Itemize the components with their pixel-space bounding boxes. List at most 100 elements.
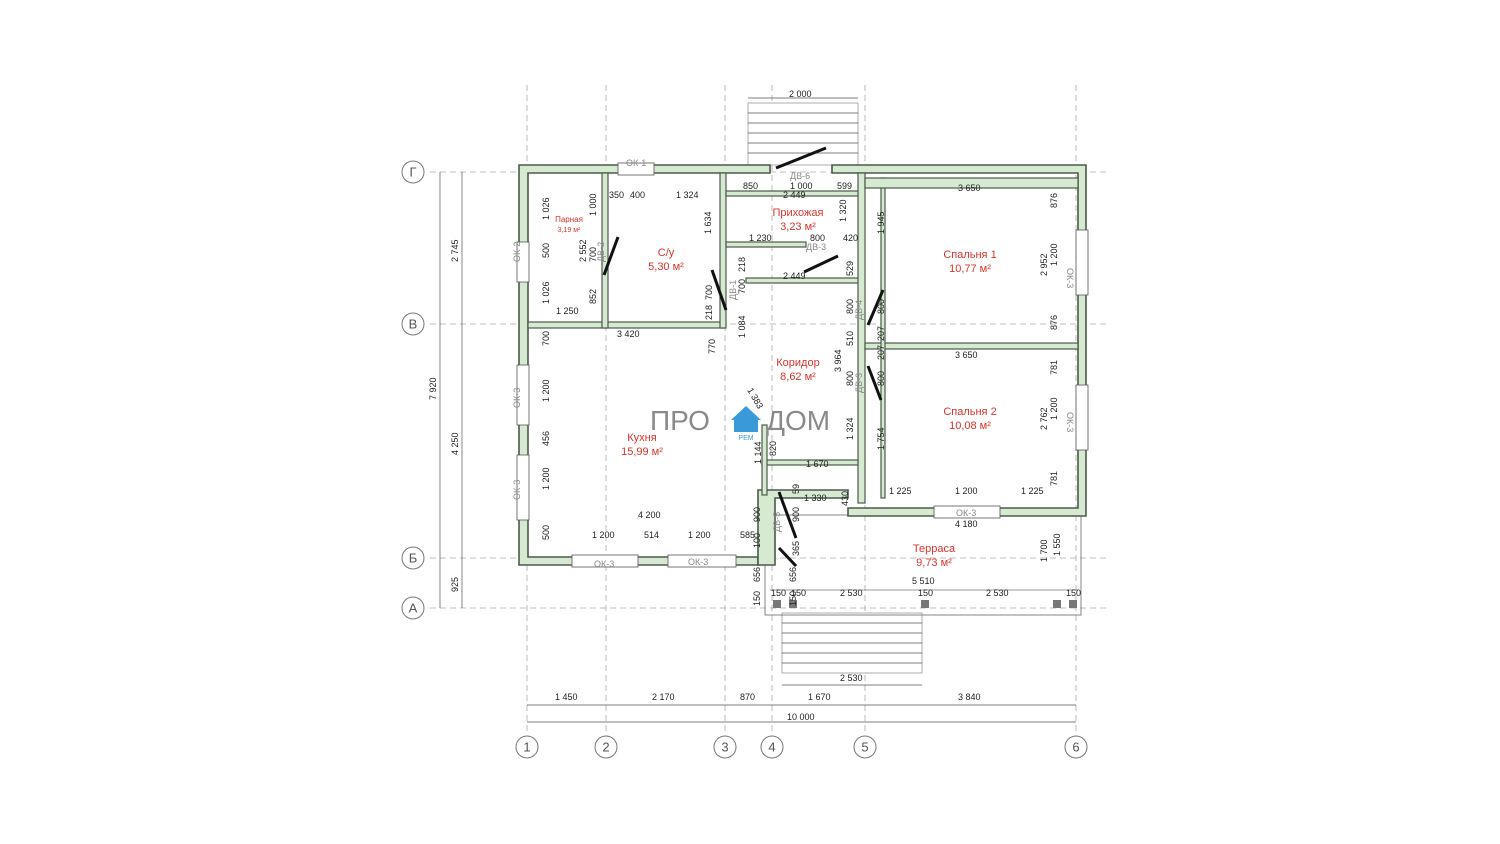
dim-text: 59 (791, 484, 801, 494)
axis-bubble (853, 735, 877, 759)
dim-text: 876 (1049, 315, 1059, 330)
dim-text: 150 (788, 591, 798, 606)
dim-text: 500 (541, 525, 551, 540)
house-icon (731, 406, 761, 432)
dim-text: 2 000 (789, 89, 812, 99)
window-ok3 (933, 505, 1001, 519)
dim-text: 1 026 (541, 281, 551, 304)
axis-label: 3 (721, 740, 728, 755)
dim-text: 500 (541, 243, 551, 258)
room-name-terrasa: Терраса (913, 543, 956, 555)
dim-text: 1 450 (555, 692, 578, 702)
room-name-spalnya2: Спальня 2 (943, 406, 996, 418)
dim-text: 1 026 (541, 197, 551, 220)
window-ok2 (516, 241, 530, 283)
axis-label: В (409, 317, 418, 332)
dim-text: 820 (768, 441, 778, 456)
dim-text: 7 920 (428, 377, 438, 400)
dim-text: 529 (845, 261, 855, 276)
dim-text: 2 449 (783, 190, 806, 200)
dim-text: 2 762 (1039, 407, 1049, 430)
dim-text: 1 945 (876, 211, 886, 234)
dim-text: 1 550 (1052, 533, 1062, 556)
logo: ПРО РЕМ ДОМ (650, 405, 830, 442)
dim-text: 400 (630, 190, 645, 200)
dim-text: 1 324 (845, 417, 855, 440)
dim-text: 1 634 (703, 211, 713, 234)
dim-text: 2 530 (840, 673, 863, 683)
room-labels: Парная 3,19 м² С/у 5,30 м² Прихожая 3,23… (555, 207, 997, 569)
dim-text: 656 (752, 567, 762, 582)
dim-text: 2 170 (652, 692, 675, 702)
label-dv1: ДВ-1 (728, 280, 738, 300)
dim-text: 350 (609, 190, 624, 200)
dim-text: 420 (843, 233, 858, 243)
window-ok3 (1075, 229, 1089, 296)
dim-text: 2 530 (840, 588, 863, 598)
dim-text: 1 250 (556, 306, 579, 316)
dim-text: 900 (752, 507, 762, 522)
room-area-su: 5,30 м² (648, 261, 684, 273)
axis-bubble (401, 596, 425, 620)
dim-text: 800 (810, 233, 825, 243)
label-ok1: ОК-1 (626, 158, 646, 168)
dim-text: 770 (707, 339, 717, 354)
room-area-parnaya: 3,19 м² (558, 227, 581, 234)
logo-subtext: РЕМ (738, 435, 753, 442)
axis-bubble (515, 735, 539, 759)
dim-text: 2 552 (578, 239, 588, 262)
logo-text-left: ПРО (650, 405, 710, 436)
dim-text: 1 200 (688, 530, 711, 540)
axis-label: 2 (602, 740, 609, 755)
dim-text: 1 200 (955, 486, 978, 496)
door-dv5 (777, 491, 798, 539)
door-dv4 (866, 289, 885, 326)
post-icon (921, 600, 929, 608)
dim-text: 150 (752, 591, 762, 606)
dim-text: 800 (845, 299, 855, 314)
dim-text: 4 180 (955, 519, 978, 529)
room-area-kuhnya: 15,99 м² (621, 446, 663, 458)
dim-text: 656 (788, 567, 798, 582)
axis-label: 4 (768, 740, 775, 755)
window-ok3 (516, 364, 530, 426)
window-ok3 (571, 554, 639, 568)
label-ok3: ОК-3 (1065, 268, 1075, 288)
dim-text: 1 225 (889, 486, 912, 496)
dim-text: 5 510 (912, 576, 935, 586)
window-ok3 (667, 554, 737, 568)
dim-text: 585 (740, 530, 755, 540)
dim-text: 3 420 (617, 329, 640, 339)
dim-text: 218 (704, 305, 714, 320)
dim-text: 876 (1049, 193, 1059, 208)
dimension-texts-vertical: 2 745 4 250 925 7 920 1 026 500 1 026 1 … (428, 193, 1062, 606)
dim-text: 700 (704, 285, 714, 300)
label-dv3: ДВ-3 (806, 242, 826, 252)
dim-text: 1 144 (753, 441, 763, 464)
dim-text: 1 200 (1049, 243, 1059, 266)
element-labels: ОК-1 ОК-2 ОК-3 ОК-3 ОК-3 ОК-3 ОК-3 ОК-3 … (512, 158, 1075, 569)
dim-text: 207 (876, 345, 886, 360)
dim-text: 430 (840, 491, 850, 506)
window-ok3 (516, 454, 530, 521)
dim-text: 900 (791, 507, 801, 522)
terrace-steps (781, 612, 923, 674)
axis-bubble (760, 735, 784, 759)
label-ok3: ОК-3 (688, 557, 708, 567)
room-name-prihozhaya: Прихожая (773, 207, 824, 219)
dim-text: 1 383 (745, 386, 765, 411)
room-name-koridor: Коридор (776, 357, 819, 369)
dim-text: 510 (845, 331, 855, 346)
label-ok3: ОК-3 (512, 388, 522, 408)
dim-text: 1 000 (588, 193, 598, 216)
door-dv3-upper (803, 254, 839, 274)
dimension-lines (439, 97, 1076, 723)
axis-bubble (401, 160, 425, 184)
axis-label: 6 (1072, 740, 1079, 755)
dim-text: 1 000 (790, 181, 813, 191)
dim-text: 150 (918, 588, 933, 598)
room-area-koridor: 8,62 м² (780, 371, 816, 383)
dim-text: 1 754 (876, 427, 886, 450)
axis-label: Г (409, 165, 416, 180)
dim-text: 218 (737, 257, 747, 272)
